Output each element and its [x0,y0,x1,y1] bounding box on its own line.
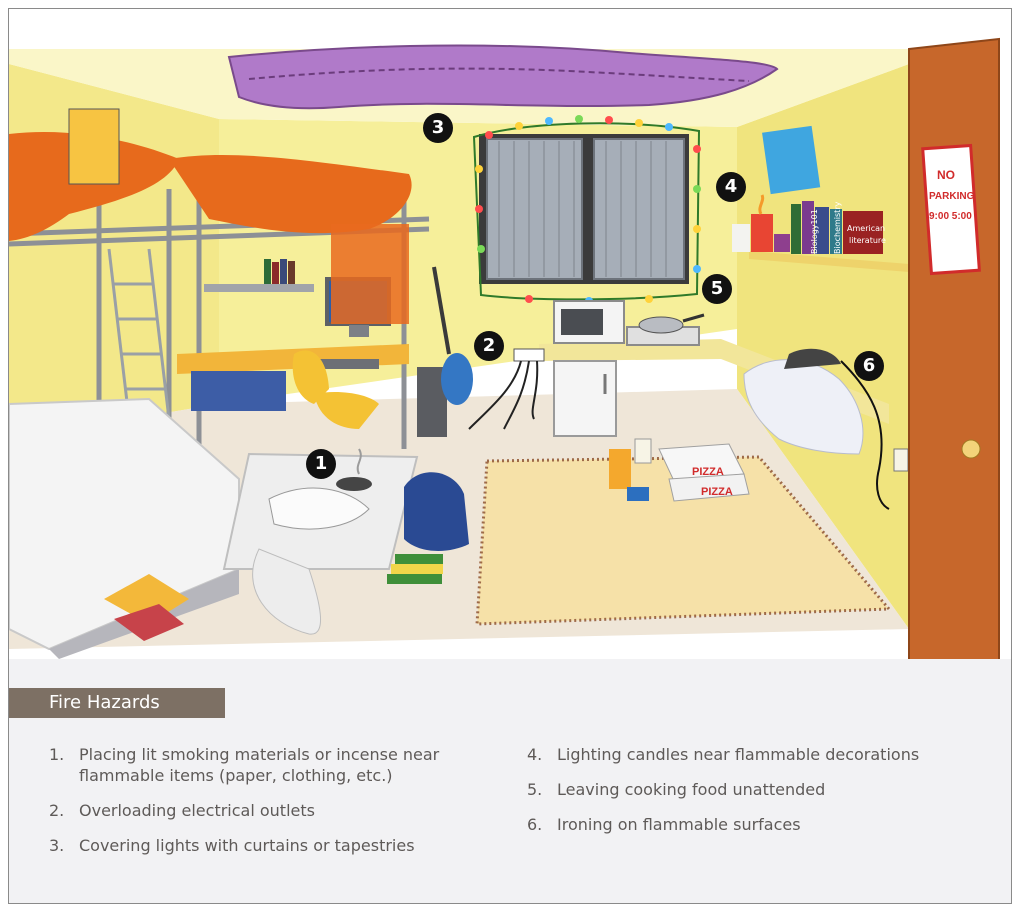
guitar [441,353,473,405]
book-biology-spine: Biology101 [810,209,819,254]
hazard-marker-3: 3 [423,113,453,143]
hazard-marker-5: 5 [702,274,732,304]
hazard-marker-6: 6 [854,351,884,381]
legend-item-4: 4. Lighting candles near flammable decor… [527,744,1007,765]
hazard-marker-4: 4 [716,172,746,202]
shelf-books: Biology101 Biochemistry American literat… [791,201,886,254]
legend-item-number: 5. [527,780,543,799]
desk-chair [292,350,329,404]
ashtray [336,477,372,491]
right-curtain [593,138,685,280]
legend-item-number: 4. [527,745,543,764]
legend-title: Fire Hazards [49,692,160,713]
clothes-iron [784,348,841,369]
power-cords [468,360,539,430]
sign-line-1: NO [937,168,955,182]
wall-outlet [893,448,909,472]
hazard-marker-2: 2 [474,331,504,361]
light-bulbs [475,115,701,305]
bulletin-board [331,224,409,324]
legend-item-3: 3. Covering lights with curtains or tape… [49,835,499,856]
legend-item-text: Ironing on flammable surfaces [557,815,801,834]
book-literature-title: literature [849,236,886,245]
ceiling-tapestry [227,44,779,110]
orange-blanket-top-right [169,154,412,234]
legend-item-number: 6. [527,815,543,834]
floor-books [387,554,443,584]
door-knob [961,439,981,459]
legend-item-6: 6. Ironing on flammable surfaces [527,814,1007,835]
legend-item-number: 3. [49,836,65,855]
candle-white [732,224,750,252]
orange-blanket-top [9,131,179,241]
backpack [404,472,469,551]
legend-column-right: 4. Lighting candles near flammable decor… [527,744,1007,849]
pizza-boxes: PIZZA PIZZA [658,443,750,502]
right-wall [737,64,909,629]
comic-books [104,574,189,641]
pizza-label-top: PIZZA [692,466,724,478]
legend-item-5: 5. Leaving cooking food unattended [527,779,1007,800]
diagram-frame: PIZZA PIZZA Biology101 Biochemistry Amer… [8,8,1012,904]
legend-item-text: Covering lights with curtains or tapestr… [79,836,415,855]
desk-books [264,259,295,284]
desk-drawer [191,371,286,411]
mug-poster [762,125,821,195]
hazard-marker-1: 1 [306,449,336,479]
sign-line-3: 9:00 5:00 [929,211,972,222]
legend-column-left: 1. Placing lit smoking materials or ince… [49,744,499,870]
mini-fridge [553,360,617,437]
keyboard [309,359,379,369]
iron-cord [840,360,890,510]
sign-line-2: PARKING [929,191,975,202]
candle-purple [774,234,790,252]
juice-carton [609,449,631,489]
legend-item-text: Lighting candles near flammable decorati… [557,745,920,764]
draped-shirt [252,548,322,635]
legend-item-text: Placing lit smoking materials or incense… [79,745,440,785]
legend-item-2: 2. Overloading electrical outlets [49,800,499,821]
dorm-room-illustration: PIZZA PIZZA Biology101 Biochemistry Amer… [9,9,1011,659]
chips-bag [627,487,649,501]
left-curtain [486,138,583,280]
papers [268,487,370,530]
pizza-label-bottom: PIZZA [701,486,733,498]
cup [634,438,652,464]
poster [68,108,120,185]
power-strip [513,348,545,362]
wall-shelf [749,251,909,272]
door [908,37,1000,659]
candle-red [751,214,773,252]
ladder [107,248,171,420]
book-american-title: American [847,224,885,233]
legend-item-text: Leaving cooking food unattended [557,780,826,799]
legend-item-1: 1. Placing lit smoking materials or ince… [49,744,499,786]
frying-pan [638,316,684,334]
legend-item-text: Overloading electrical outlets [79,801,315,820]
legend-item-number: 1. [49,745,65,764]
legend-title-bar [9,688,225,718]
book-biochemistry-spine: Biochemistry [833,201,842,254]
no-parking-sign [921,143,981,276]
legend-item-number: 2. [49,801,65,820]
